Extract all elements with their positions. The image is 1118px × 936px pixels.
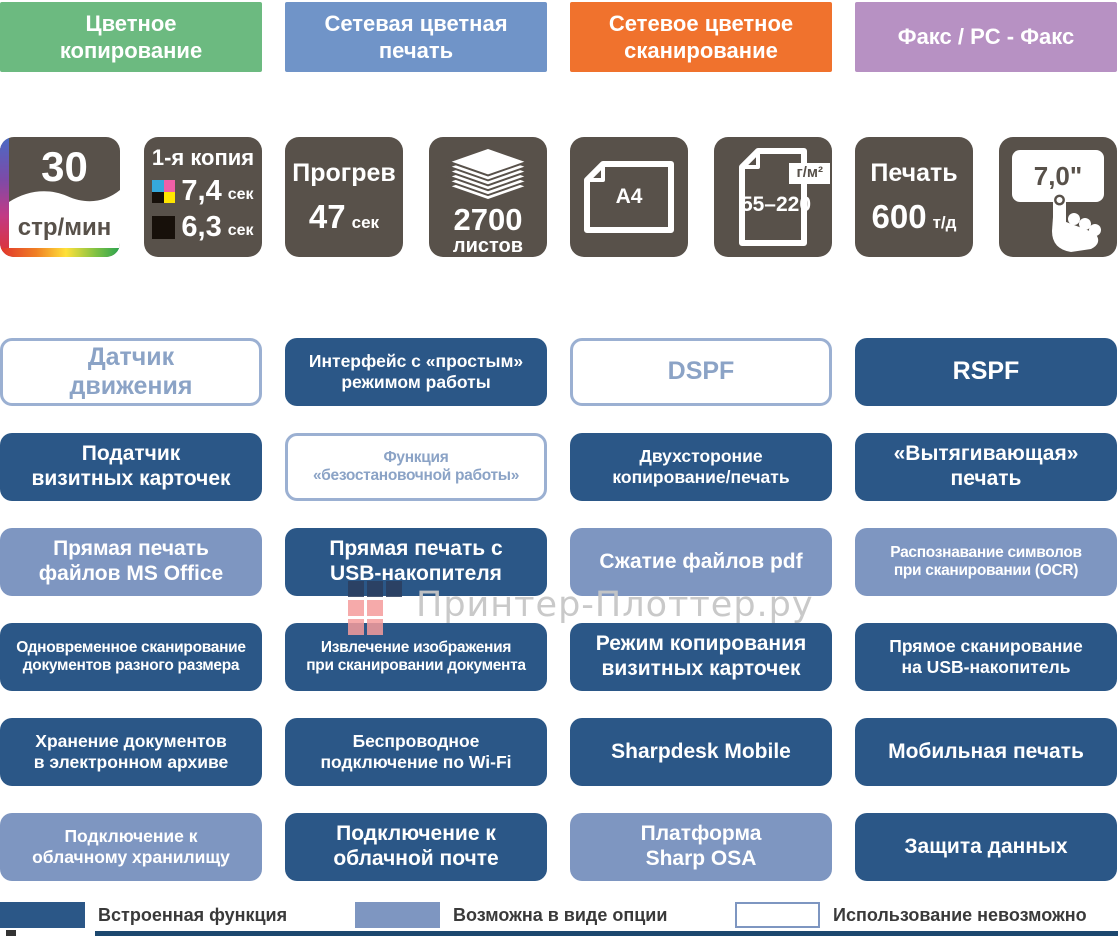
paper-capacity-tile: 2700 листов bbox=[429, 137, 547, 257]
feature-matrix: Датчик движения Интерфейс с «простым» ре… bbox=[0, 338, 1117, 881]
paper-weight-tile: г/м² 55–220 bbox=[714, 137, 832, 257]
tile-pair-1: 30 стр/мин 1-я копия 7,4 сек 6,3 сек bbox=[0, 137, 262, 257]
first-copy-tile: 1-я копия 7,4 сек 6,3 сек bbox=[144, 137, 262, 257]
legend-swatch-none bbox=[735, 902, 820, 928]
cmyk-swatch-icon bbox=[152, 180, 176, 204]
feature-rspf: RSPF bbox=[855, 338, 1117, 406]
feature-dspf: DSPF bbox=[570, 338, 832, 406]
feature-cloud-storage-connect: Подключение к облачному хранилищу bbox=[0, 813, 262, 881]
feature-nonstop-operation: Функция «безостановочной работы» bbox=[285, 433, 547, 501]
bottom-crop-mark bbox=[6, 930, 16, 936]
bottom-divider-bar bbox=[95, 931, 1118, 936]
gsm-unit-badge: г/м² bbox=[789, 163, 830, 184]
feature-cloud-mail-connect: Подключение к облачной почте bbox=[285, 813, 547, 881]
warmup-title: Прогрев bbox=[292, 159, 396, 187]
print-value-row: 600 т/д bbox=[872, 200, 957, 233]
wave-shape bbox=[9, 190, 120, 248]
first-copy-mono-row: 6,3 сек bbox=[148, 213, 258, 242]
warmup-value: 47 bbox=[308, 198, 346, 235]
display-size-value: 7,0" bbox=[1033, 160, 1083, 191]
feature-ms-office-direct-print: Прямая печать файлов MS Office bbox=[0, 528, 262, 596]
first-copy-mono-unit: сек bbox=[227, 221, 254, 239]
warmup-value-row: 47 сек bbox=[309, 200, 379, 233]
feature-business-card-copy-mode: Режим копирования визитных карточек bbox=[570, 623, 832, 691]
feature-sharpdesk-mobile: Sharpdesk Mobile bbox=[570, 718, 832, 786]
feature-wifi-connection: Беспроводное подключение по Wi-Fi bbox=[285, 718, 547, 786]
paper-capacity-unit: листов bbox=[452, 235, 524, 257]
spec-tiles-row: 30 стр/мин 1-я копия 7,4 сек 6,3 сек bbox=[0, 137, 1117, 257]
legend-item-none: Использование невозможно bbox=[735, 902, 1087, 928]
print-title: Печать bbox=[870, 159, 958, 187]
legend-label-option: Возможна в виде опции bbox=[453, 904, 668, 925]
paper-weight-range: 55–220 bbox=[740, 193, 812, 216]
feature-pull-print: «Вытягивающая» печать bbox=[855, 433, 1117, 501]
print-resolution-tile: Печать 600 т/д bbox=[855, 137, 973, 257]
tile-pair-3: A4 г/м² 55–220 bbox=[570, 137, 832, 257]
feature-duplex-copy-print: Двухстороние копирование/печать bbox=[570, 433, 832, 501]
black-swatch-icon bbox=[152, 216, 176, 240]
first-copy-title: 1-я копия bbox=[151, 145, 255, 170]
original-size-value: A4 bbox=[615, 185, 643, 208]
feature-document-filing: Хранение документов в электронном архиве bbox=[0, 718, 262, 786]
legend-item-builtin: Встроенная функция bbox=[0, 902, 287, 928]
cmyk-magenta bbox=[163, 180, 176, 192]
feature-mobile-print: Мобильная печать bbox=[855, 718, 1117, 786]
speed-unit: стр/мин bbox=[17, 214, 112, 241]
feature-business-card-feeder: Податчик визитных карточек bbox=[0, 433, 262, 501]
first-copy-color-row: 7,4 сек bbox=[148, 177, 258, 206]
feature-mixed-size-scan: Одновременное сканирование документов ра… bbox=[0, 623, 262, 691]
rainbow-stripe-left bbox=[0, 137, 9, 257]
legend-label-none: Использование невозможно bbox=[833, 904, 1087, 925]
tile-pair-4: Печать 600 т/д 7,0" bbox=[855, 137, 1117, 257]
feature-motion-sensor: Датчик движения bbox=[0, 338, 262, 406]
original-size-tile: A4 bbox=[570, 137, 688, 257]
header-network-color-printing: Сетевая цветная печать bbox=[285, 2, 547, 72]
touchscreen-tile: 7,0" bbox=[999, 137, 1117, 257]
feature-sharp-osa-platform: Платформа Sharp OSA bbox=[570, 813, 832, 881]
header-fax: Факс / PC - Факс bbox=[855, 2, 1117, 72]
legend-label-builtin: Встроенная функция bbox=[98, 904, 288, 925]
feature-ocr-scan: Распознавание символов при сканировании … bbox=[855, 528, 1117, 596]
paper-capacity-value: 2700 bbox=[453, 202, 523, 237]
feature-data-security: Защита данных bbox=[855, 813, 1117, 881]
header-network-color-scanning: Сетевое цветное сканирование bbox=[570, 2, 832, 72]
first-copy-mono-time: 6,3 bbox=[181, 211, 222, 244]
speed-tile: 30 стр/мин bbox=[0, 137, 120, 257]
legend-swatch-builtin bbox=[0, 902, 85, 928]
feature-image-extraction-scan: Извлечение изображения при сканировании … bbox=[285, 623, 547, 691]
cmyk-cyan bbox=[152, 180, 164, 192]
print-resolution-unit: т/д bbox=[932, 213, 957, 232]
warmup-unit: сек bbox=[351, 213, 380, 232]
legend: Встроенная функция Возможна в виде опции… bbox=[0, 902, 1118, 930]
cmyk-yellow bbox=[163, 191, 176, 204]
a4-sheet-icon bbox=[584, 161, 674, 233]
paper-stack-icon bbox=[446, 147, 530, 202]
feature-pdf-compression: Сжатие файлов pdf bbox=[570, 528, 832, 596]
feature-usb-direct-print: Прямая печать с USB-накопителя bbox=[285, 528, 547, 596]
first-copy-color-time: 7,4 bbox=[181, 175, 222, 208]
warmup-tile: Прогрев 47 сек bbox=[285, 137, 403, 257]
first-copy-color-unit: сек bbox=[227, 185, 254, 203]
header-row: Цветное копирование Сетевая цветная печа… bbox=[0, 2, 1117, 72]
speed-value: 30 bbox=[41, 143, 88, 190]
paper-weight-sheet-icon bbox=[739, 148, 807, 246]
legend-swatch-option bbox=[355, 902, 440, 928]
rainbow-stripe-bottom bbox=[0, 248, 120, 257]
legend-item-option: Возможна в виде опции bbox=[355, 902, 667, 928]
tile-pair-2: Прогрев 47 сек bbox=[285, 137, 547, 257]
feature-scan-to-usb: Прямое сканирование на USB-накопитель bbox=[855, 623, 1117, 691]
cmyk-black bbox=[152, 191, 164, 204]
pointing-hand-icon bbox=[1052, 193, 1101, 252]
header-color-copying: Цветное копирование bbox=[0, 2, 262, 72]
touchscreen-icon: 7,0" bbox=[1012, 150, 1104, 202]
feature-easy-ui: Интерфейс с «простым» режимом работы bbox=[285, 338, 547, 406]
print-resolution-value: 600 bbox=[871, 198, 927, 235]
